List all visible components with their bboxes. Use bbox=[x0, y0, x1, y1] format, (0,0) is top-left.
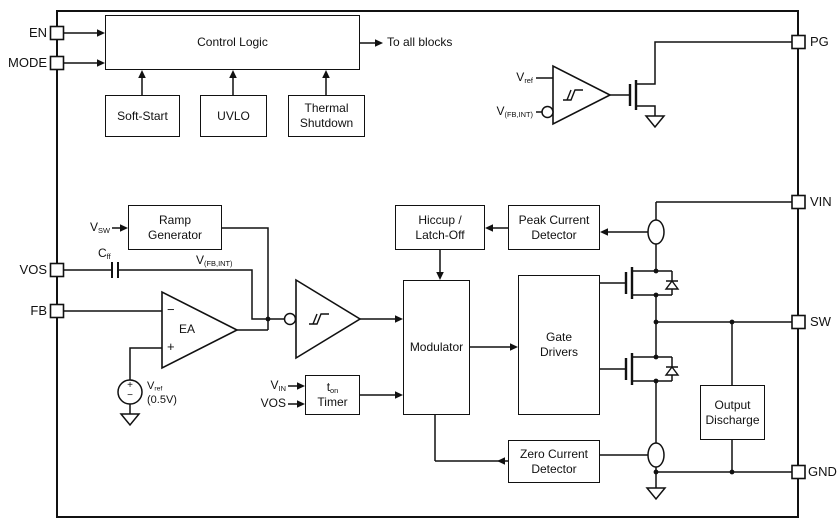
block-modulator: Modulator bbox=[403, 280, 470, 415]
net-gate-drives bbox=[600, 282, 626, 370]
label-ea: EA bbox=[178, 322, 195, 336]
arrow-uvlo bbox=[229, 70, 237, 78]
block-gate-drivers: Gate Drivers bbox=[518, 275, 600, 415]
net-ea-plus bbox=[129, 347, 162, 414]
pin-pg bbox=[791, 34, 806, 50]
block-ramp-generator: Ramp Generator bbox=[128, 205, 222, 250]
junction-dots bbox=[265, 268, 735, 475]
arrow-hiccup-down bbox=[436, 272, 444, 280]
arrow-vsw bbox=[120, 224, 128, 232]
label-ea-plus: + bbox=[167, 339, 175, 354]
label-source-minus: − bbox=[127, 390, 133, 401]
label-vref-value: Vref (0.5V) bbox=[147, 380, 177, 406]
pg-mosfet-symbol bbox=[628, 80, 638, 110]
label-vref-pg: Vref bbox=[516, 70, 533, 85]
arrow-peak-to-hiccup bbox=[485, 224, 493, 232]
block-peak-current-detector: Peak Current Detector bbox=[508, 205, 600, 250]
pin-label-vos: VOS bbox=[19, 262, 47, 277]
net-modulator bbox=[288, 227, 648, 462]
arrow-zcd-out bbox=[497, 457, 505, 465]
hysteresis-glyph bbox=[563, 89, 583, 101]
capacitor-cff-symbol bbox=[111, 262, 119, 278]
body-diode-lowside bbox=[664, 365, 680, 376]
pin-vos bbox=[49, 262, 65, 278]
label-vos-timer: VOS bbox=[260, 396, 286, 410]
block-control-logic: Control Logic bbox=[105, 15, 360, 70]
pin-sw bbox=[791, 314, 806, 330]
arrow-comparator-out bbox=[395, 315, 403, 323]
pin-label-pg: PG bbox=[810, 34, 829, 49]
ground-symbol-pg bbox=[644, 115, 666, 129]
net-pg bbox=[536, 41, 792, 116]
hysteresis-glyph bbox=[309, 313, 329, 325]
highside-mosfet-symbol bbox=[624, 267, 634, 299]
pin-label-fb: FB bbox=[30, 303, 47, 318]
hysteresis-comparator-symbol bbox=[283, 278, 362, 360]
label-cff: Cff bbox=[98, 246, 111, 261]
pin-label-gnd: GND bbox=[808, 464, 837, 479]
arrow-thermal bbox=[322, 70, 330, 78]
net-power-rail bbox=[600, 201, 792, 488]
arrow-en bbox=[97, 29, 105, 37]
arrow-to-all-blocks bbox=[375, 39, 383, 47]
pin-fb bbox=[49, 303, 65, 319]
label-vsw: VSW bbox=[90, 220, 110, 235]
arrow-ton-out bbox=[395, 391, 403, 399]
net-ramp bbox=[112, 227, 269, 331]
net-control-inputs bbox=[64, 32, 97, 64]
ground-symbol-vref bbox=[119, 413, 141, 427]
label-vfbint: V(FB,INT) bbox=[196, 253, 233, 268]
arrow-soft-start bbox=[138, 70, 146, 78]
pg-comparator-symbol bbox=[541, 64, 612, 126]
block-hiccup-latchoff: Hiccup / Latch-Off bbox=[395, 205, 485, 250]
arrow-mode bbox=[97, 59, 105, 67]
ground-symbols bbox=[119, 115, 667, 501]
ea-opamp-symbol bbox=[161, 290, 239, 370]
arrowheads bbox=[97, 29, 608, 465]
lowside-mosfet-symbol bbox=[624, 353, 634, 385]
block-uvlo: UVLO bbox=[200, 95, 267, 137]
body-diode-highside bbox=[664, 279, 680, 290]
net-protection bbox=[141, 78, 327, 95]
ic-boundary bbox=[56, 10, 799, 518]
pin-mode bbox=[49, 55, 65, 71]
label-to-all-blocks: To all blocks bbox=[387, 35, 453, 49]
ground-symbol-power bbox=[645, 487, 667, 501]
label-vfbint-pg: V(FB,INT) bbox=[496, 104, 533, 119]
label-ea-minus: − bbox=[167, 302, 175, 317]
pin-gnd bbox=[791, 464, 806, 480]
vref-source-symbol bbox=[117, 379, 143, 405]
block-output-discharge: Output Discharge bbox=[700, 385, 765, 440]
arrow-sense-to-peak bbox=[600, 228, 608, 236]
pin-label-en: EN bbox=[28, 25, 47, 40]
label-source-plus: + bbox=[127, 380, 133, 391]
arrow-vin-ton bbox=[297, 382, 305, 390]
label-vin-timer: VIN bbox=[270, 378, 286, 393]
current-sensor-top bbox=[647, 219, 665, 245]
pin-en bbox=[49, 25, 65, 41]
pin-label-vin: VIN bbox=[810, 194, 832, 209]
pin-squares bbox=[49, 25, 806, 480]
block-thermal-shutdown: Thermal Shutdown bbox=[288, 95, 365, 137]
arrow-mod-to-drivers bbox=[510, 343, 518, 351]
arrow-vos-ton bbox=[297, 400, 305, 408]
pin-vin bbox=[791, 194, 806, 210]
pin-label-mode: MODE bbox=[8, 55, 47, 70]
pin-label-sw: SW bbox=[810, 314, 831, 329]
current-sensor-bottom bbox=[647, 442, 665, 468]
block-zero-current-detector: Zero Current Detector bbox=[508, 440, 600, 483]
block-soft-start: Soft-Start bbox=[105, 95, 180, 137]
